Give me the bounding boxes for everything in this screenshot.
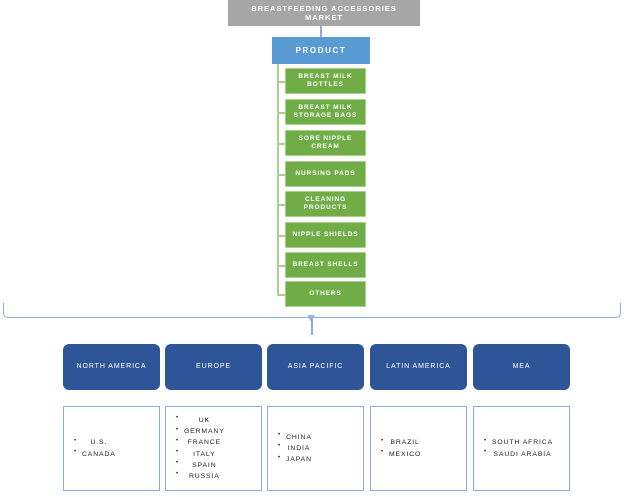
region-label-2: ASIA PACIFIC [287, 362, 344, 370]
country-box-2: CHINAINDIAJAPAN [267, 406, 364, 491]
region-label-4: MEA [512, 362, 531, 370]
product-box-5: NIPPLE SHIELDS [285, 222, 366, 248]
country-list-1: UKGERMANYFRANCEITALYSPAINRUSSIA [174, 414, 225, 482]
country-item: UK [176, 414, 225, 426]
country-list-0: U.S.CANADA [72, 437, 116, 459]
country-item: SOUTH AFRICA [484, 437, 553, 448]
country-box-1: UKGERMANYFRANCEITALYSPAINRUSSIA [165, 406, 262, 491]
connector-product-5 [277, 235, 285, 237]
region-box-2: ASIA PACIFIC [267, 344, 364, 390]
country-item: FRANCE [176, 437, 225, 448]
connector-product-6 [277, 265, 285, 267]
country-item: JAPAN [278, 454, 312, 465]
product-box-6: BREAST SHELLS [285, 252, 366, 278]
country-item: SPAIN [176, 459, 225, 471]
country-box-3: BRAZILMEXICO [370, 406, 467, 491]
region-box-1: EUROPE [165, 344, 262, 390]
segment-label-product: PRODUCT [295, 45, 347, 55]
product-label-0: BREAST MILK BOTTLES [298, 72, 353, 88]
connector-root-to-product [320, 26, 322, 37]
market-title-text: BREASTFEEDING ACCESSORIES MARKET [251, 3, 397, 22]
connector-product-4 [277, 204, 285, 206]
connector-product-7 [277, 294, 285, 296]
product-box-2: SORE NIPPLE CREAM [285, 130, 366, 156]
country-box-0: U.S.CANADA [63, 406, 160, 491]
product-label-2: SORE NIPPLE CREAM [298, 134, 353, 150]
region-box-0: NORTH AMERICA [63, 344, 160, 390]
product-label-6: BREAST SHELLS [292, 260, 359, 268]
product-label-3: NURSING PADS [295, 169, 356, 177]
market-title-box: BREASTFEEDING ACCESSORIES MARKET [228, 0, 420, 26]
country-item: ITALY [176, 448, 225, 460]
product-branch-spine [277, 64, 279, 294]
country-item: RUSSIA [176, 470, 225, 482]
region-bracket-drop-line [311, 317, 313, 335]
country-item: BRAZIL [381, 437, 421, 448]
region-box-3: LATIN AMERICA [370, 344, 467, 390]
country-list-4: SOUTH AFRICASAUDI ARABIA [482, 437, 553, 459]
connector-product-2 [277, 143, 285, 145]
product-box-7: OTHERS [285, 281, 366, 307]
country-item: GERMANY [176, 426, 225, 437]
country-item: INDIA [278, 442, 312, 454]
connector-product-0 [277, 81, 285, 83]
connector-product-1 [277, 112, 285, 114]
country-list-2: CHINAINDIAJAPAN [276, 431, 312, 466]
product-box-0: BREAST MILK BOTTLES [285, 68, 366, 94]
region-label-3: LATIN AMERICA [386, 362, 451, 370]
country-item: SAUDI ARABIA [484, 448, 553, 460]
product-label-4: CLEANING PRODUCTS [303, 195, 348, 211]
connector-product-3 [277, 174, 285, 176]
region-label-1: EUROPE [196, 362, 231, 370]
country-list-3: BRAZILMEXICO [379, 437, 421, 459]
product-label-5: NIPPLE SHIELDS [292, 230, 359, 238]
segment-box-product: PRODUCT [272, 37, 370, 64]
product-box-4: CLEANING PRODUCTS [285, 191, 366, 217]
region-label-0: NORTH AMERICA [76, 362, 147, 370]
product-label-7: OTHERS [309, 289, 342, 297]
country-item: U.S. [74, 437, 116, 448]
product-box-1: BREAST MILK STORAGE BAGS [285, 99, 366, 125]
country-item: MEXICO [381, 448, 421, 460]
country-item: CHINA [278, 431, 312, 443]
product-label-1: BREAST MILK STORAGE BAGS [293, 103, 358, 119]
product-box-3: NURSING PADS [285, 161, 366, 187]
country-box-4: SOUTH AFRICASAUDI ARABIA [473, 406, 570, 491]
region-box-4: MEA [473, 344, 570, 390]
region-bracket-arrow-icon [307, 315, 315, 322]
country-item: CANADA [74, 448, 116, 460]
